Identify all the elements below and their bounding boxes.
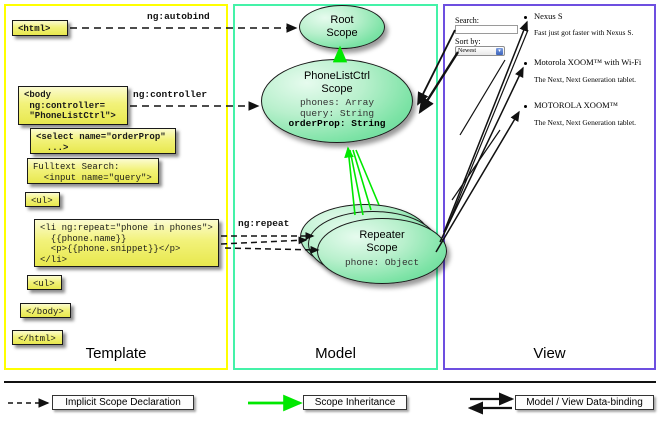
view-phone-snippet: Fast just got faster with Nexus S. bbox=[534, 28, 634, 37]
list-bullet-icon bbox=[524, 105, 527, 108]
panel-label-view: View bbox=[533, 345, 566, 362]
scope-phonelistctrl-title-line-2: Scope bbox=[321, 82, 353, 95]
view-sort-select[interactable]: Newest ▾ bbox=[455, 46, 505, 56]
connector-label-ng-autobind: ng:autobind bbox=[147, 11, 210, 22]
legend-item-scope-inheritance: Scope Inheritance bbox=[303, 395, 407, 410]
view-phone-name: Nexus S bbox=[534, 11, 563, 21]
scope-prop-phones: phones: Array bbox=[299, 97, 375, 108]
code-box-ul-open: <ul> bbox=[25, 192, 60, 207]
view-phone-name: Motorola XOOM™ with Wi-Fi bbox=[534, 57, 642, 67]
legend-item-model-view-data-binding: Model / View Data-binding bbox=[515, 395, 654, 410]
code-box-html-close: </html> bbox=[12, 330, 63, 345]
view-search-label: Search: bbox=[455, 16, 479, 25]
scope-repeater: Repeater Scope phone: Object bbox=[317, 218, 447, 284]
code-box-li-repeat: <li ng:repeat="phone in phones"> {{phone… bbox=[34, 219, 219, 267]
scope-prop-query: query: String bbox=[299, 107, 375, 119]
scope-phonelistctrl: PhoneListCtrl Scope phones: Array query:… bbox=[261, 59, 413, 143]
code-box-body-open: <body ng:controller= "PhoneListCtrl"> bbox=[18, 86, 128, 125]
chevron-down-icon: ▾ bbox=[496, 48, 503, 55]
connector-label-ng-repeat: ng:repeat bbox=[238, 218, 290, 229]
scope-root: Root Scope bbox=[299, 5, 385, 49]
scope-repeater-title-line-2: Scope bbox=[366, 241, 398, 254]
list-bullet-icon bbox=[524, 16, 527, 19]
panel-model: Model bbox=[233, 4, 438, 370]
scope-repeater-title-line-1: Repeater bbox=[359, 229, 405, 241]
view-sort-label: Sort by: bbox=[455, 37, 481, 46]
scope-root-title-line-1: Root bbox=[330, 14, 354, 26]
scope-phonelistctrl-title-line-1: PhoneListCtrl bbox=[303, 70, 371, 82]
view-sort-select-value: Newest bbox=[458, 48, 476, 54]
view-phone-snippet: The Next, Next Generation tablet. bbox=[534, 75, 637, 84]
code-box-body-close: </body> bbox=[20, 303, 71, 318]
view-phone-snippet: The Next, Next Generation tablet. bbox=[534, 118, 637, 127]
view-search-input[interactable] bbox=[455, 25, 518, 34]
code-box-select: <select name="orderProp" ...> bbox=[30, 128, 176, 154]
scope-prop-phone: phone: Object bbox=[344, 257, 420, 268]
connector-label-ng-controller: ng:controller bbox=[133, 89, 208, 100]
scope-root-title-line-2: Scope bbox=[326, 26, 358, 39]
scope-prop-orderprop: orderProp: String bbox=[288, 118, 386, 129]
legend-divider bbox=[4, 381, 656, 383]
panel-label-model: Model bbox=[315, 345, 356, 362]
legend-item-implicit-scope-declaration: Implicit Scope Declaration bbox=[52, 395, 194, 410]
code-box-ul-close: <ul> bbox=[27, 275, 62, 290]
panel-label-template: Template bbox=[85, 345, 147, 362]
code-box-html-open: <html> bbox=[12, 20, 68, 36]
code-box-fulltext-search: Fulltext Search: <input name="query"> bbox=[27, 158, 159, 184]
list-bullet-icon bbox=[524, 62, 527, 65]
view-phone-name: MOTOROLA XOOM™ bbox=[534, 100, 618, 110]
